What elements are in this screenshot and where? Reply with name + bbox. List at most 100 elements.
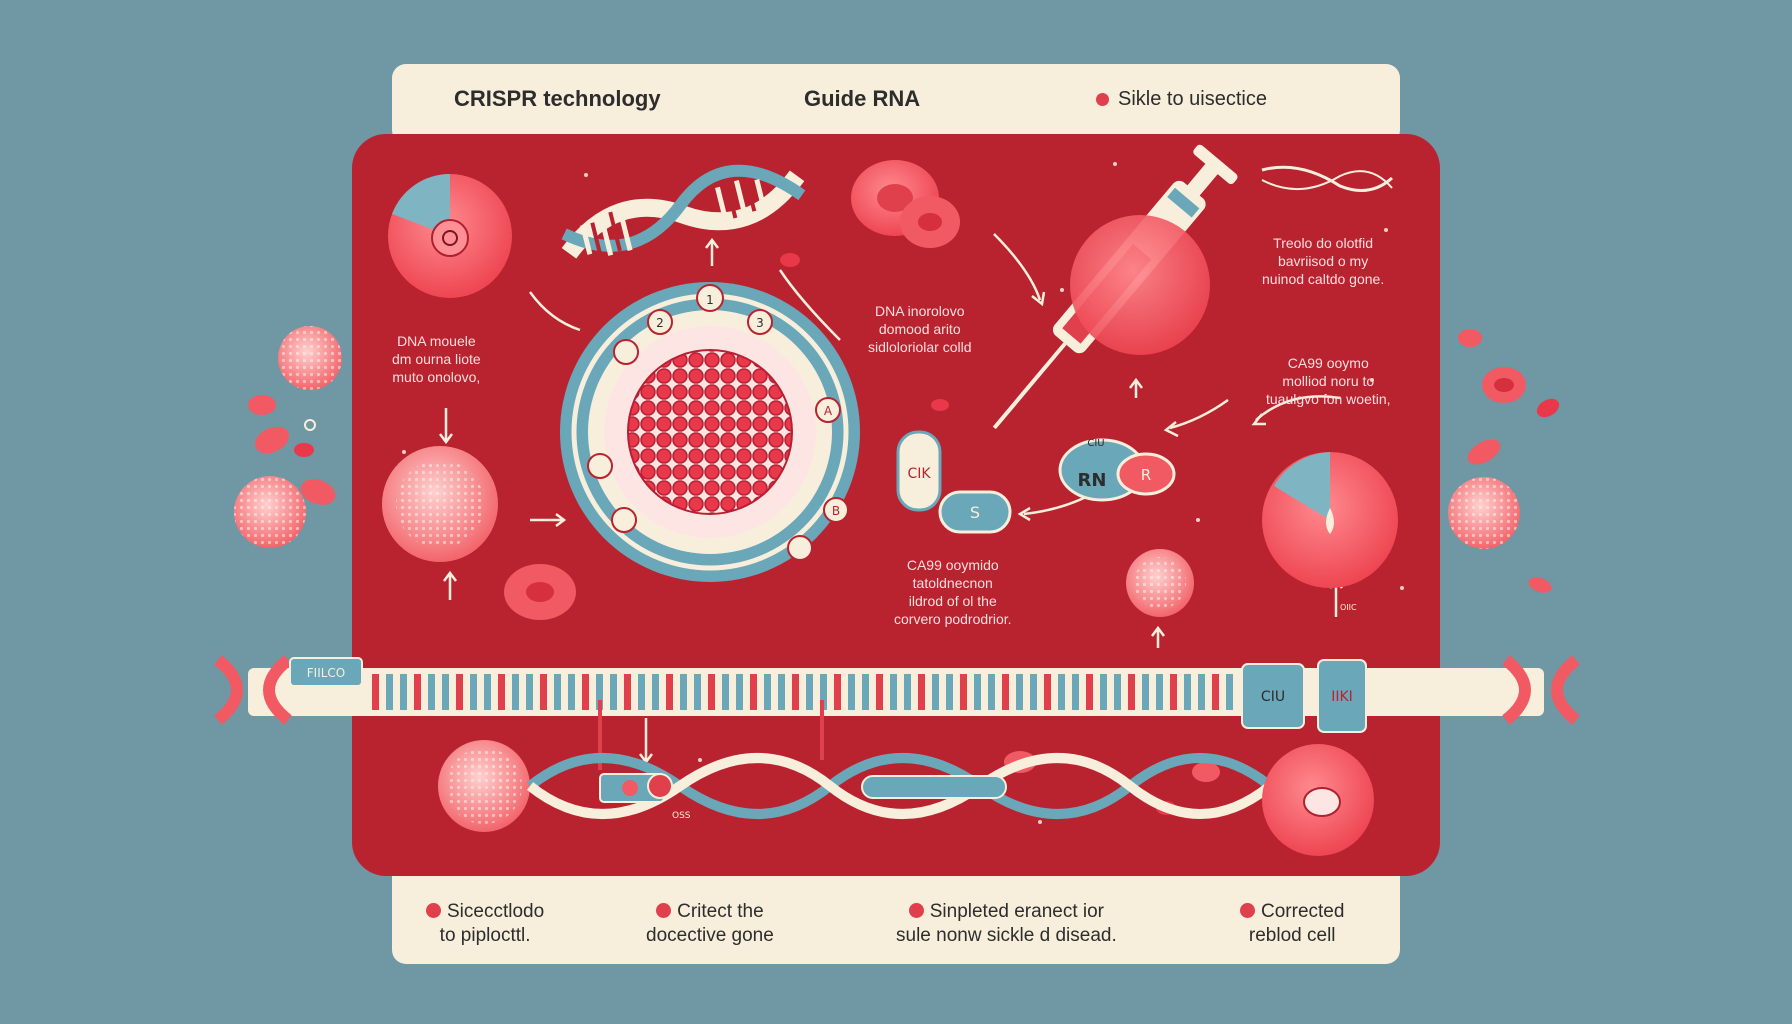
caption-line: tatoldnecnon <box>912 575 993 591</box>
strand-label-right-1: CIU <box>1261 689 1285 705</box>
strand-rung <box>1044 674 1051 710</box>
strand-rung <box>694 674 701 710</box>
header-bar <box>392 64 1400 144</box>
strand-rung <box>904 674 911 710</box>
strand-rung <box>512 674 519 710</box>
strand-rungs <box>372 674 1233 710</box>
enzyme-capsules <box>896 430 1176 534</box>
helix-sketch-top-right <box>1261 165 1394 192</box>
caption-line: DNA inorolovo <box>875 303 965 319</box>
header-title-crispr: CRISPR technology <box>454 86 661 111</box>
dna-helix-bottom <box>438 740 1374 856</box>
red-blood-cells-top <box>851 160 960 248</box>
strand-rung <box>484 674 491 710</box>
caption-line: tuaulgvo fon woetin, <box>1266 391 1391 407</box>
strand-rung <box>1128 674 1135 710</box>
strand-rung <box>764 674 771 710</box>
cell-behind-syringe <box>1070 215 1210 355</box>
strand-rung <box>442 674 449 710</box>
cell-pie-top-left <box>388 174 512 298</box>
step-line: reblod cell <box>1248 925 1336 946</box>
strand-rung <box>638 674 645 710</box>
caption-cas9-center: CA99 ooymido tatoldnecnon ildrod of ol t… <box>894 556 1012 628</box>
step-number-badge <box>656 903 672 918</box>
dna-helix-top <box>561 164 806 259</box>
capsule-label-left: CIK <box>907 466 931 482</box>
header-bullet-dot <box>1096 93 1109 106</box>
central-ring-cell <box>560 282 860 582</box>
strand-rung <box>1016 674 1023 710</box>
step-line: Critect the <box>677 901 764 922</box>
caption-line: molliod noru to <box>1282 373 1375 389</box>
strand-rung <box>540 674 547 710</box>
strand-rung <box>1072 674 1079 710</box>
strand-rung <box>1100 674 1107 710</box>
strand-rung <box>848 674 855 710</box>
ring-label-2: 2 <box>656 316 664 330</box>
step-number-badge <box>1240 903 1255 918</box>
strand-rung <box>1156 674 1163 710</box>
outer-cells-left <box>234 326 342 548</box>
strand-rung <box>568 674 575 710</box>
strand-rung <box>624 674 631 710</box>
caption-line: muto onolovo, <box>392 369 481 385</box>
strand-rung <box>708 674 715 710</box>
caption-line: CA99 ooymo <box>1287 355 1369 371</box>
rna-r-label: R <box>1141 466 1151 484</box>
strand-rung <box>918 674 925 710</box>
caption-cas9-right: CA99 ooymo molliod noru to tuaulgvo fon … <box>1266 354 1391 408</box>
main-panel <box>352 134 1440 876</box>
strand-rung <box>736 674 743 710</box>
step-number-badge <box>426 903 441 918</box>
caption-line: DNA mouele <box>397 333 476 349</box>
ring-label-b: B <box>832 504 840 518</box>
ring-label-1: 1 <box>706 293 714 307</box>
ring-label-a: A <box>824 404 833 418</box>
step-3: Sinpleted eranect ior sule nonw sickle d… <box>896 900 1117 948</box>
strand-rung <box>1170 674 1177 710</box>
caption-line: Treolo do olotfid <box>1273 235 1374 251</box>
strand-rung <box>932 674 939 710</box>
strand-rung <box>554 674 561 710</box>
strand-rung <box>876 674 883 710</box>
strand-label-right-2: IIKI <box>1331 689 1353 705</box>
strand-rung <box>1184 674 1191 710</box>
header-title-guide-rna: Guide RNA <box>804 86 921 111</box>
strand-rung <box>456 674 463 710</box>
rna-small-label: CIU <box>1087 438 1104 449</box>
step-line: Corrected <box>1261 901 1345 922</box>
caption-line: dm ourna liote <box>392 351 481 367</box>
cell-dial-label: OIIC <box>1340 603 1357 612</box>
strand-rung <box>1114 674 1121 710</box>
caption-line: corvero podrodrior. <box>894 611 1012 627</box>
strand-rung <box>1212 674 1219 710</box>
strand-rung <box>1086 674 1093 710</box>
strand-rung <box>1198 674 1205 710</box>
strand-rung <box>988 674 995 710</box>
footer-bar <box>392 876 1400 964</box>
strand-rung <box>806 674 813 710</box>
ring-label-3: 3 <box>756 316 764 330</box>
strand-rung <box>470 674 477 710</box>
strand-rung <box>386 674 393 710</box>
strand-rung <box>400 674 407 710</box>
strand-rung <box>428 674 435 710</box>
dna-strand-main <box>214 655 1580 770</box>
cell-fuzzy-left <box>382 446 498 562</box>
step-2: Critect the docective gone <box>646 900 774 948</box>
strand-rung <box>414 674 421 710</box>
step-line: sule nonw sickle d disead. <box>896 925 1117 946</box>
caption-dna-damaged: DNA inorolovo domood arito sidloloriolar… <box>868 302 972 356</box>
header-title-sickle: Sikle to uisectice <box>1118 88 1267 110</box>
flow-arrows <box>439 233 1343 765</box>
strand-rung <box>610 674 617 710</box>
step-line: docective gone <box>646 925 774 946</box>
strand-label-left: FIILCO <box>307 666 346 680</box>
strand-rung <box>820 674 827 710</box>
caption-line: domood arito <box>878 321 961 337</box>
strand-rung <box>680 674 687 710</box>
caption-top-right: Treolo do olotfid bavriisod o my nuinod … <box>1262 234 1384 288</box>
strand-rung <box>1058 674 1065 710</box>
